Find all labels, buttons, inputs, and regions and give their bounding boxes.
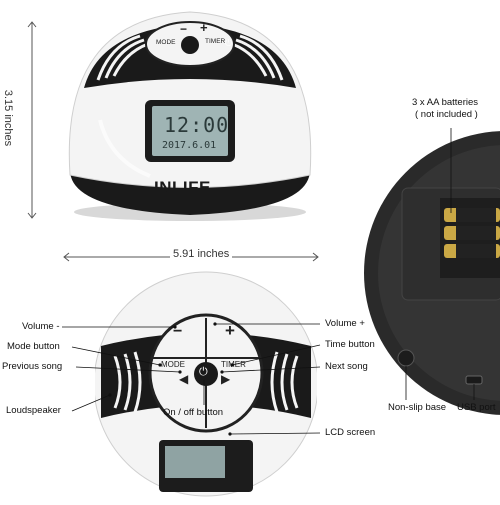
callout-next-song: Next song [325, 361, 368, 372]
device-front-view: − + MODE TIMER ◀ ▶ ⏻ [93, 268, 319, 500]
top-plus-button[interactable]: + [200, 20, 208, 35]
batteries-note: ( not included ) [415, 109, 478, 120]
top-power-button[interactable]: ⏻ [225, 38, 233, 48]
front-mode-button[interactable]: MODE [161, 360, 185, 369]
device-top-view: − + MODE ⏻ TIMER 12:00 2017.6.01 INLIFE [40, 0, 330, 250]
height-dimension-line [26, 20, 38, 220]
front-next-button[interactable]: ▶ [221, 372, 231, 386]
front-minus-button[interactable]: − [173, 323, 183, 340]
callout-time-button: Time button [325, 339, 375, 350]
brand-logo: INLIFE [154, 178, 211, 197]
top-timer-button[interactable]: TIMER [205, 38, 226, 45]
front-plus-button[interactable]: + [225, 321, 235, 340]
device-back-view [356, 120, 500, 418]
lcd-time: 12:00 [164, 113, 230, 137]
callout-previous-song: Previous song [2, 361, 63, 372]
top-minus-button[interactable]: − [180, 22, 188, 36]
callout-loudspeaker: Loudspeaker [6, 405, 61, 416]
device-top-illustration [68, 11, 312, 221]
batteries-label: 3 x AA batteries [412, 97, 479, 108]
non-slip-base-label: Non-slip base [388, 402, 447, 413]
device-back-illustration [364, 120, 500, 415]
front-prev-button[interactable]: ◀ [179, 372, 189, 386]
lcd-date: 2017.6.01 [162, 140, 217, 151]
callout-volume-minus: Volume - [22, 321, 60, 332]
callout-mode-button: Mode button [7, 341, 60, 352]
callout-on-off-button: On / off button [163, 407, 224, 418]
callout-lcd-screen: LCD screen [325, 427, 376, 438]
width-label: 5.91 inches [170, 248, 233, 260]
device-front-illustration [93, 271, 319, 497]
usb-port-label: USB port [457, 402, 496, 413]
top-mode-button[interactable]: MODE [156, 39, 176, 46]
front-power-button[interactable]: ⏻ [199, 366, 208, 378]
callout-volume-plus: Volume + [325, 318, 365, 329]
